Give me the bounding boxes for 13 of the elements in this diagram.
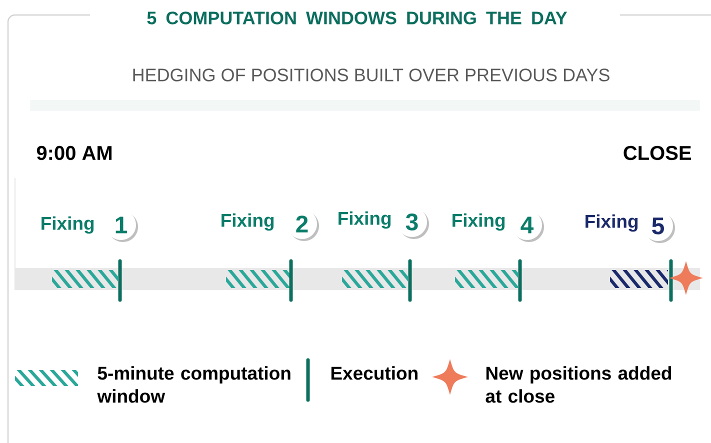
time-label: CLOSE <box>624 146 692 160</box>
subtitle: HEDGING OF POSITIONS BUILT OVER PREVIOUS DAYS <box>133 68 610 82</box>
time-label: 9:00 AM <box>36 146 112 160</box>
fixing-label: Fixing <box>452 213 505 231</box>
node-label: 2 <box>296 216 308 232</box>
fixing-label: Fixing <box>42 216 94 234</box>
fixing-label: Fixing <box>586 214 638 232</box>
legend-label: New positions added at close <box>486 366 672 403</box>
legend-label: Execution <box>331 366 418 380</box>
title: 5 COMPUTATION WINDOWS DURING THE DAY <box>147 12 568 24</box>
legend-label: 5-minute computation window <box>97 366 290 403</box>
fixing-label: Fixing <box>338 211 391 229</box>
fixing-label: Fixing <box>222 213 274 231</box>
